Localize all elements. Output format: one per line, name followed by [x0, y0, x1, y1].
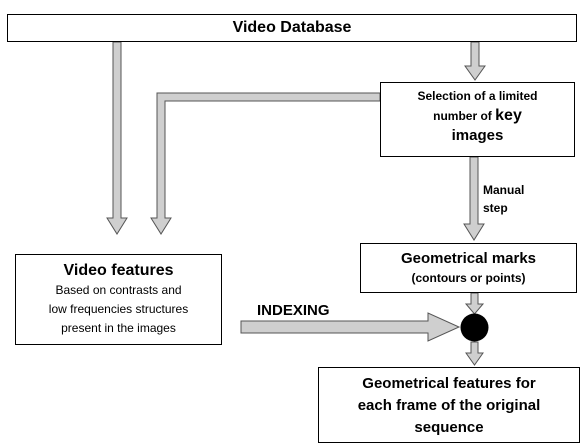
arrow-database-to-video-features — [106, 41, 128, 235]
geometrical-marks-sub: (contours or points) — [411, 271, 526, 285]
manual-step-label: Manual step — [483, 181, 524, 217]
junction-node — [460, 313, 489, 342]
geometrical-features-line3: sequence — [414, 419, 484, 436]
arrow-group — [106, 41, 486, 366]
key-images-emph: key — [495, 107, 522, 124]
key-images-box: Selection of a limited number of key ima… — [380, 82, 575, 157]
video-features-desc1: Based on contrasts and — [55, 283, 182, 297]
geometrical-features-box: Geometrical features for each frame of t… — [318, 367, 580, 443]
key-images-line3: images — [451, 127, 504, 144]
arrow-junction-to-geometrical-features — [465, 341, 484, 366]
key-images-line2-prefix: number of — [433, 109, 496, 123]
video-database-label: Video Database — [232, 19, 352, 36]
manual-step-line2: step — [483, 201, 508, 215]
arrow-key-images-to-geometrical-marks — [463, 156, 485, 241]
arrow-indexing — [240, 312, 461, 342]
geometrical-marks-box: Geometrical marks (contours or points) — [360, 243, 577, 293]
geometrical-marks-title: Geometrical marks — [400, 250, 537, 267]
video-database-box: Video Database — [7, 14, 577, 42]
arrow-geometrical-marks-to-junction — [464, 292, 485, 315]
video-features-desc2: low frequencies structures — [48, 302, 189, 316]
geometrical-features-line1: Geometrical features for — [362, 375, 536, 392]
arrow-key-images-to-video-features — [150, 92, 381, 235]
geometrical-features-line2: each frame of the original — [357, 397, 541, 414]
video-features-desc3: present in the images — [61, 321, 176, 335]
video-features-box: Video features Based on contrasts and lo… — [15, 254, 222, 345]
manual-step-line1: Manual — [483, 183, 525, 197]
indexing-text: INDEXING — [257, 302, 330, 319]
indexing-label: INDEXING — [257, 302, 330, 320]
key-images-line2: number of key — [381, 106, 574, 126]
key-images-line1: Selection of a limited — [417, 89, 538, 103]
arrow-database-to-key-images — [464, 41, 486, 81]
video-features-title: Video features — [63, 262, 174, 279]
